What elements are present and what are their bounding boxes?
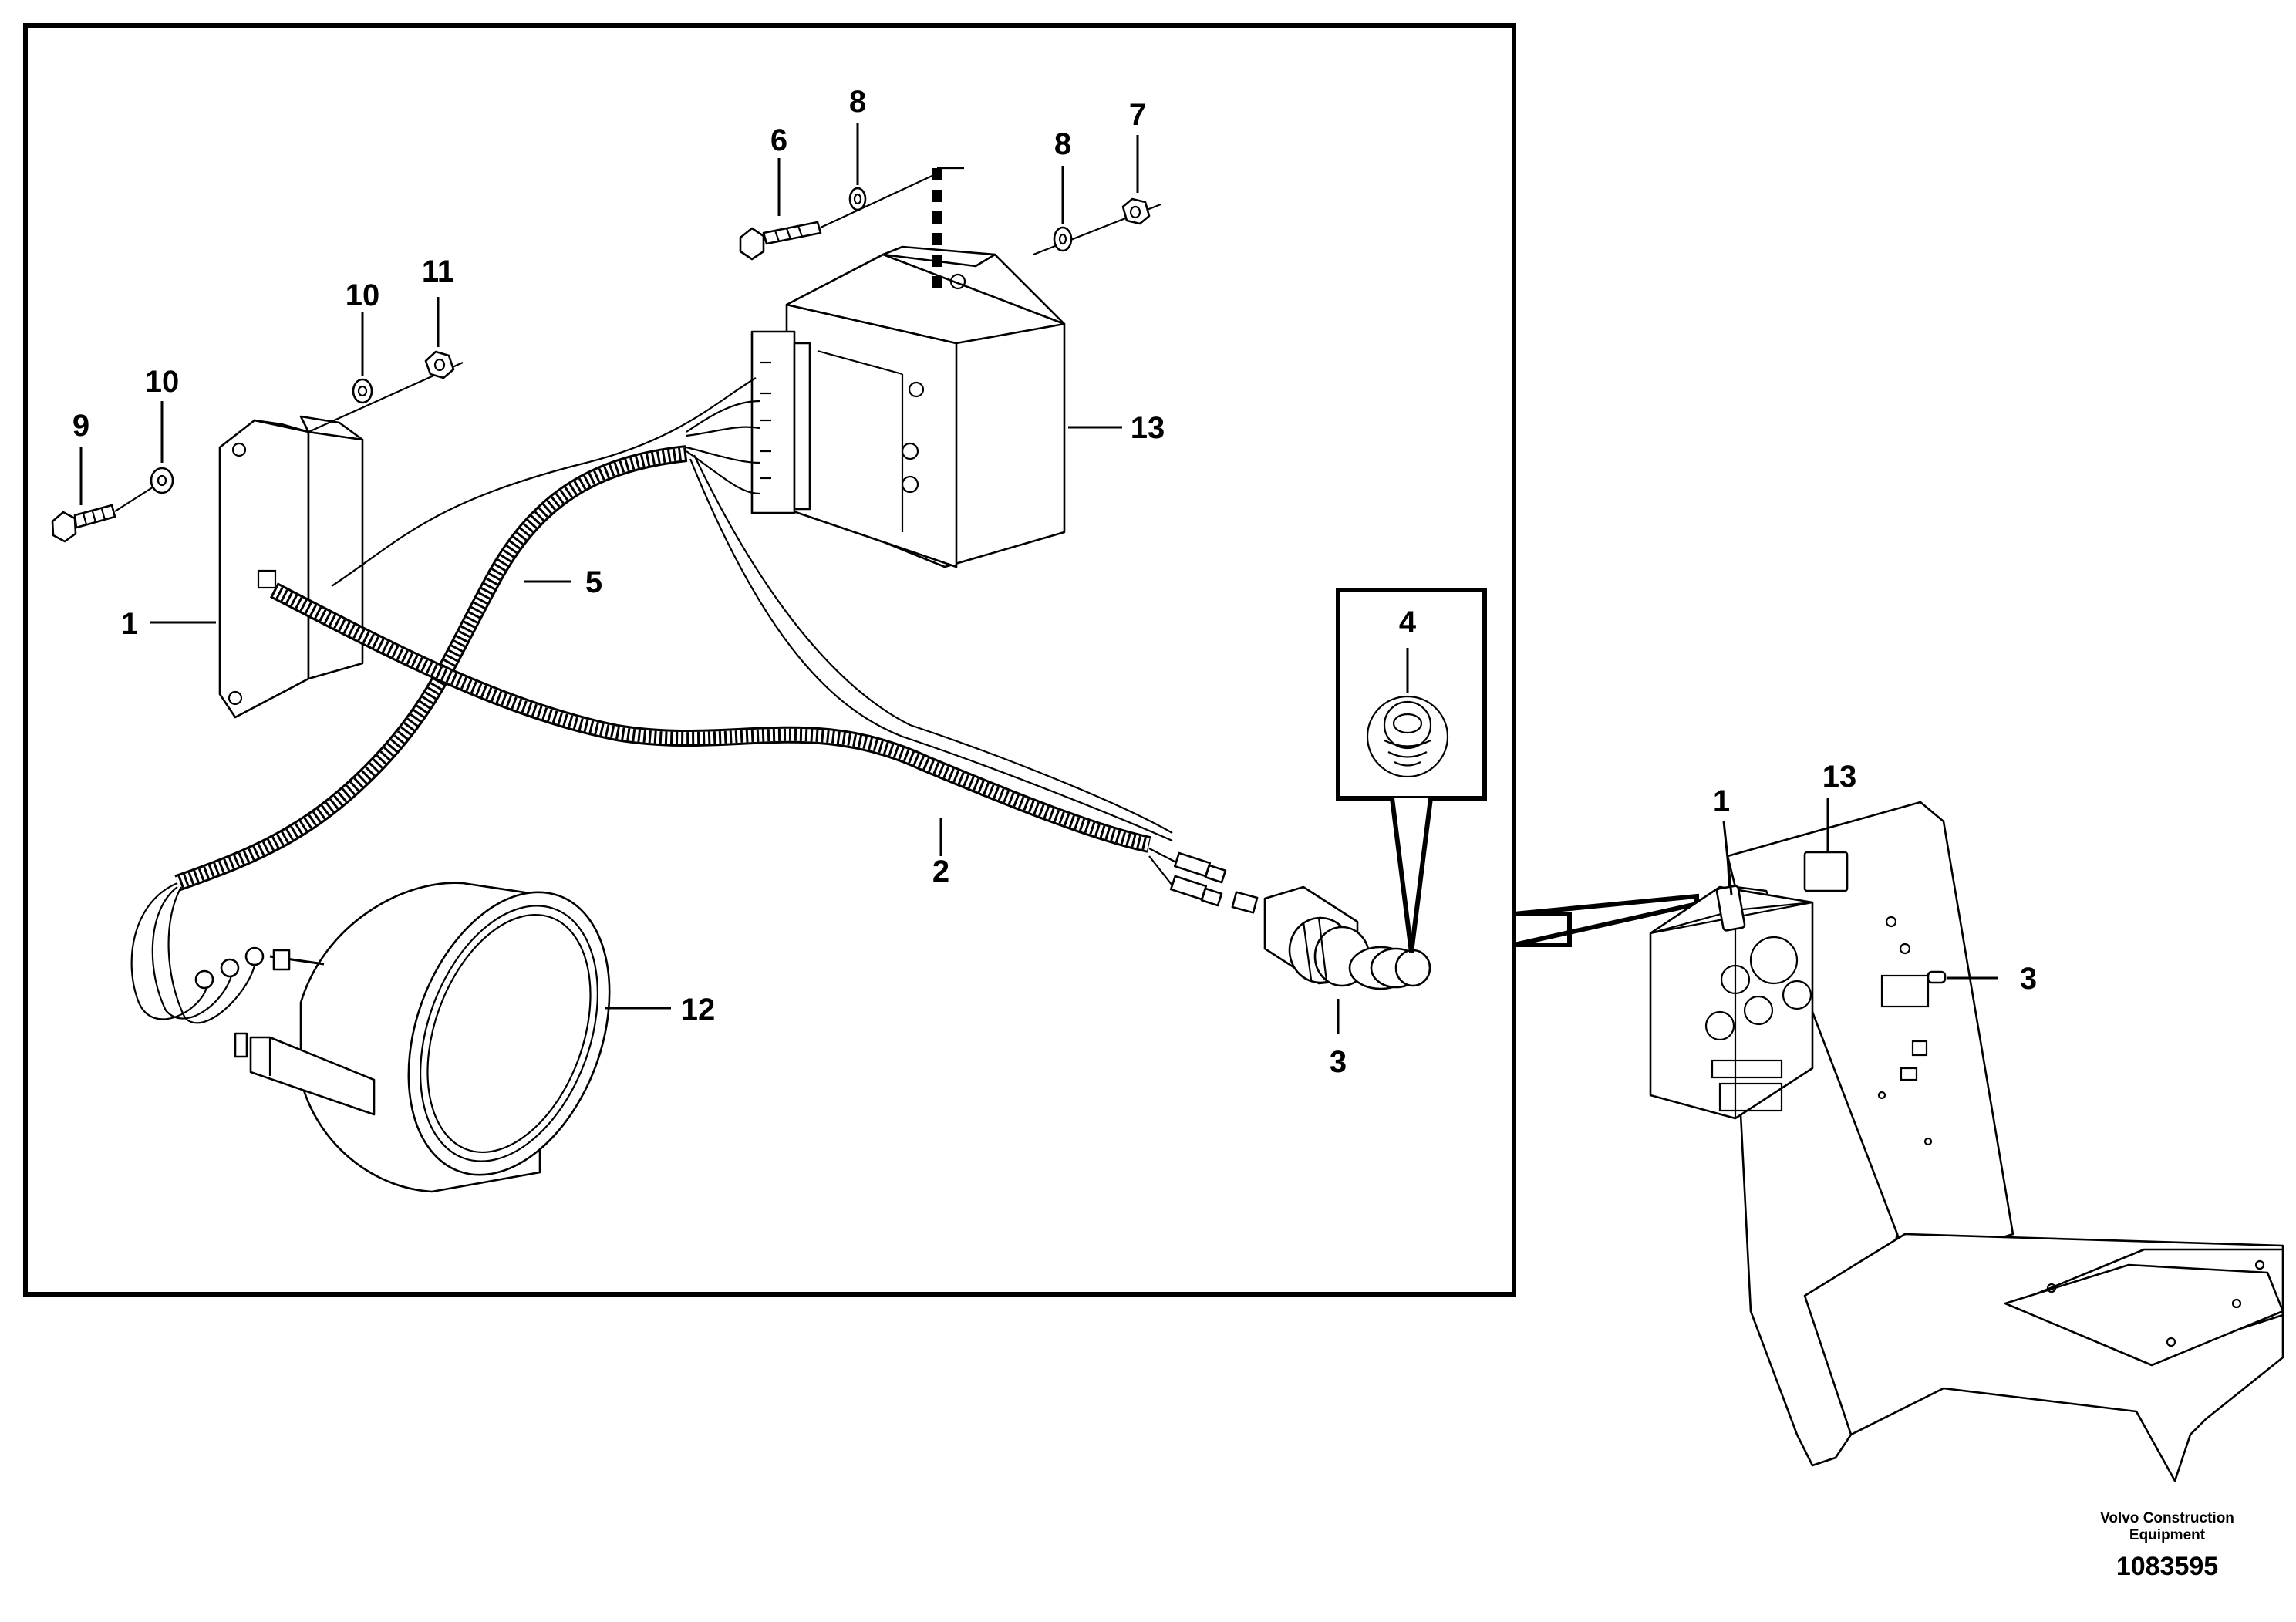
callout-8-left: 8 xyxy=(849,85,866,119)
callout-10-left: 10 xyxy=(145,365,180,399)
callout-10-right: 10 xyxy=(346,278,380,312)
detail-frame xyxy=(23,23,1516,1297)
washer-8-left xyxy=(848,187,867,211)
detail-4-inset xyxy=(1336,588,1487,953)
callout-4: 4 xyxy=(1399,605,1417,639)
connectors xyxy=(1148,848,1227,907)
callout-3-overview: 3 xyxy=(2020,962,2037,996)
callout-2: 2 xyxy=(932,855,949,889)
bolt-9 xyxy=(51,504,116,543)
gauge-12 xyxy=(130,882,611,1193)
callout-1-overview: 1 xyxy=(1713,784,1730,818)
callout-labels: 1 2 3 4 5 6 7 8 8 9 10 10 11 12 13 1 13 … xyxy=(72,85,2037,1079)
dashboard-overview xyxy=(1512,801,2284,1482)
harness-2-sheath xyxy=(271,584,1151,851)
callout-1: 1 xyxy=(121,607,138,641)
switch-3 xyxy=(1231,885,1431,990)
bolt-6 xyxy=(739,221,822,261)
callout-13-overview: 13 xyxy=(1822,760,1857,794)
washer-8-right xyxy=(1053,226,1073,252)
callout-9: 9 xyxy=(72,409,89,443)
callout-6: 6 xyxy=(770,123,787,157)
harness-wires xyxy=(331,377,1173,842)
document-number: 1083595 xyxy=(2116,1552,2219,1581)
nut-7 xyxy=(1121,197,1151,225)
callout-11: 11 xyxy=(422,255,454,288)
callout-3: 3 xyxy=(1330,1045,1347,1079)
nut-11 xyxy=(424,350,455,379)
brand-line-2: Equipment xyxy=(2129,1527,2206,1543)
brand-line-1: Volvo Construction xyxy=(2100,1510,2234,1526)
washer-10-right xyxy=(352,378,373,404)
control-box-13 xyxy=(750,245,1066,568)
callout-12: 12 xyxy=(681,993,716,1027)
module-1 xyxy=(218,415,364,719)
washer-10-left xyxy=(150,467,174,494)
leader-lines xyxy=(79,123,1998,1034)
brand-text: Volvo Construction Equipment xyxy=(2075,1510,2260,1544)
callout-7: 7 xyxy=(1129,98,1146,132)
callout-13: 13 xyxy=(1131,411,1165,445)
callout-5: 5 xyxy=(585,565,602,599)
callout-8-right: 8 xyxy=(1054,127,1071,161)
